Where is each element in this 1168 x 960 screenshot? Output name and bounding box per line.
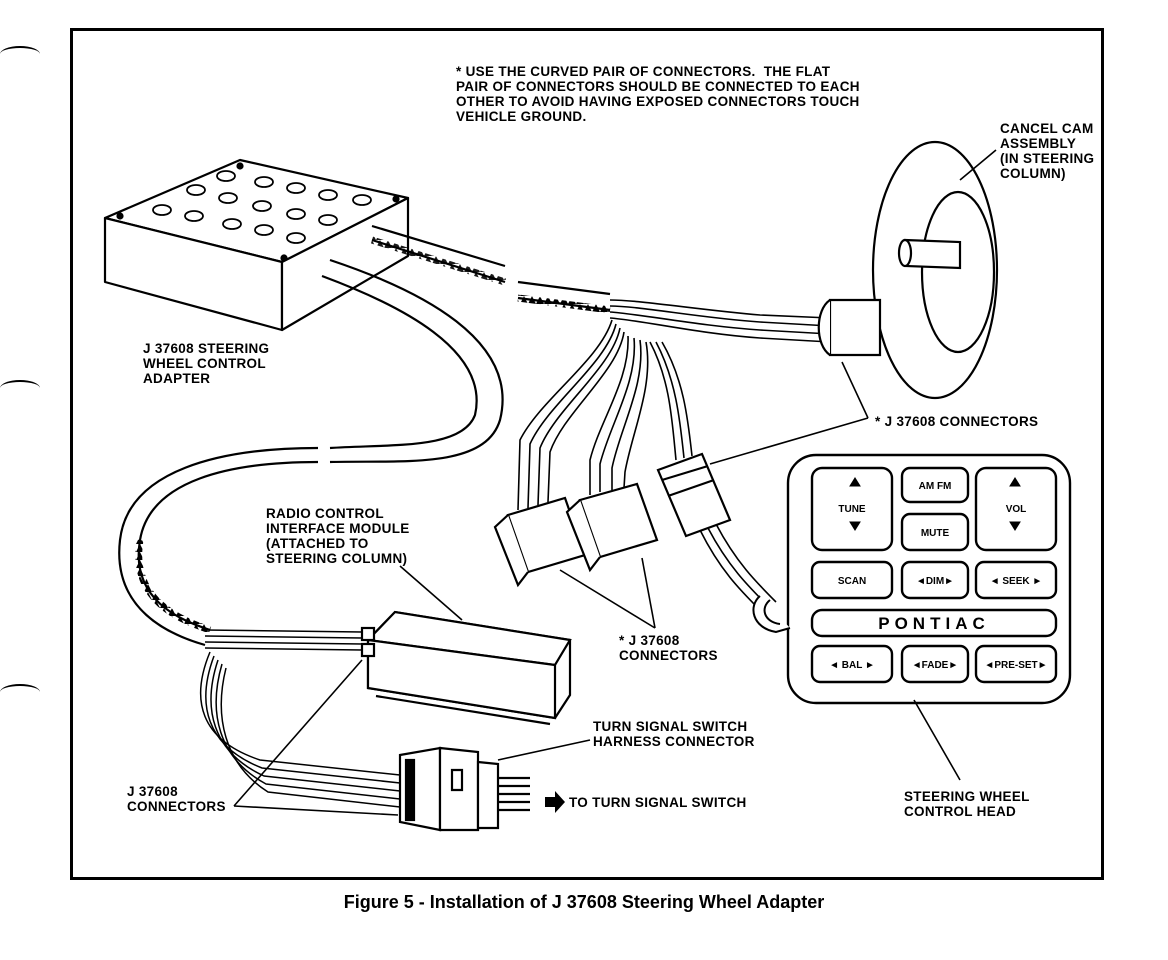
installation-note: * USE THE CURVED PAIR OF CONNECTORS. THE… — [456, 64, 860, 124]
turn-signal-connector — [398, 746, 530, 832]
curved-connector — [656, 452, 732, 538]
direction-arrow — [545, 791, 565, 813]
j37608-connectors-mid-label: * J 37608 CONNECTORS — [619, 633, 718, 663]
am-fm-label: AM FM — [919, 481, 952, 492]
vol-label: VOL — [1006, 504, 1027, 515]
to-turn-signal-label: TO TURN SIGNAL SWITCH — [569, 795, 747, 810]
adapter-box — [103, 158, 410, 332]
seek-label: ◄ SEEK ► — [990, 576, 1043, 587]
cancel-cam-assembly — [817, 140, 999, 400]
control-head-label: STEERING WHEEL CONTROL HEAD — [904, 789, 1030, 819]
control-head: TUNE AM FM MUTE VOL SCAN ◄DIM► ◄ SEEK ► … — [786, 453, 1072, 705]
figure-frame — [70, 28, 1104, 880]
mute-label: MUTE — [921, 528, 950, 539]
dim-label: ◄DIM► — [916, 576, 954, 587]
j37608-connectors-left-label: J 37608 CONNECTORS — [127, 784, 226, 814]
margin-mark — [0, 684, 40, 700]
tune-label: TUNE — [838, 504, 866, 515]
interface-module-label: RADIO CONTROL INTERFACE MODULE (ATTACHED… — [266, 506, 410, 566]
fade-label: ◄FADE► — [912, 660, 958, 671]
cancel-cam-label: CANCEL CAM ASSEMBLY (IN STEERING COLUMN) — [1000, 121, 1095, 181]
harness-wires — [517, 299, 831, 611]
j37608-connectors-right-label: * J 37608 CONNECTORS — [875, 414, 1039, 429]
interface-module — [360, 610, 572, 726]
flat-connector-pair — [493, 482, 659, 588]
preset-label: ◄PRE-SET► — [984, 660, 1047, 671]
looping-cable — [118, 258, 504, 647]
margin-mark — [0, 380, 40, 396]
control-head-cable — [752, 595, 791, 634]
turn-signal-harness-label: TURN SIGNAL SWITCH HARNESS CONNECTOR — [593, 719, 755, 749]
bal-label: ◄ BAL ► — [829, 660, 875, 671]
scan-label: SCAN — [838, 576, 866, 587]
margin-mark — [0, 46, 40, 62]
ribbon-wires — [199, 629, 401, 808]
brand-label: PONTIAC — [878, 614, 990, 633]
upper-cable — [370, 224, 611, 314]
figure-caption: Figure 5 - Installation of J 37608 Steer… — [343, 892, 825, 912]
leader-lines — [233, 149, 997, 816]
adapter-label: J 37608 STEERING WHEEL CONTROL ADAPTER — [143, 341, 270, 386]
adapter-connector-pins — [152, 170, 372, 244]
